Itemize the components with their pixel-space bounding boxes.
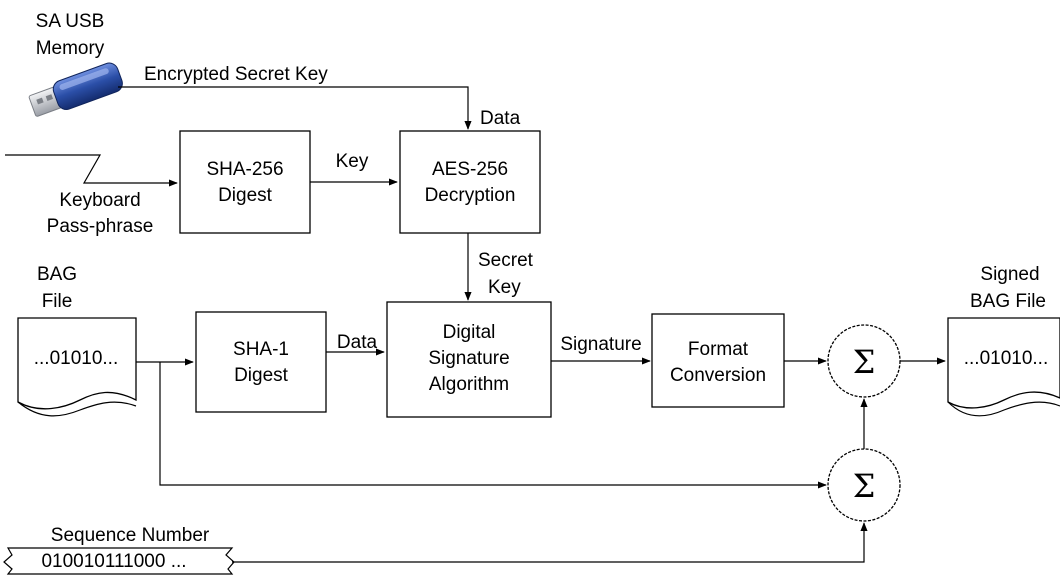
usb-label-line1: SA USB: [36, 11, 105, 32]
bag-to-sum-arrow: [159, 362, 827, 489]
sha256-label-line1: SHA-256: [206, 159, 283, 180]
format-label-line2: Conversion: [670, 365, 766, 386]
dsa-label-line1: Digital: [443, 322, 496, 343]
dsa-label-line2: Signature: [428, 348, 509, 369]
signed-bag-file-content: ...01010...: [964, 348, 1049, 369]
encrypted-key-label: Encrypted Secret Key: [144, 64, 328, 85]
sequence-to-sum-arrow: [232, 522, 868, 563]
key-label: Key: [336, 151, 369, 172]
sha1-digest-block: [195, 311, 327, 413]
bag-file-document: [17, 317, 137, 410]
sha256-label-line2: Digest: [218, 185, 273, 206]
keyboard-label-line2: Pass-phrase: [47, 216, 154, 237]
sequence-number-title: Sequence Number: [51, 525, 210, 546]
keyboard-label-line1: Keyboard: [59, 190, 140, 211]
aes-label-line1: AES-256: [432, 159, 508, 180]
bag-label-line1: BAG: [37, 264, 77, 285]
sequence-number-tape: [3, 547, 235, 575]
data-to-aes-label: Data: [480, 108, 521, 129]
encrypted-key-arrow: [118, 86, 472, 130]
output-label-line2: BAG File: [970, 291, 1046, 312]
secret-key-label-line2: Key: [488, 277, 521, 298]
keyboard-arrow: [5, 154, 178, 187]
data-to-dsa-label: Data: [337, 332, 378, 353]
format-conversion-block: [651, 313, 785, 408]
usb-label-line2: Memory: [36, 38, 105, 59]
bag-label-line2: File: [42, 291, 73, 312]
sha256-digest-block: [179, 130, 311, 234]
bag-file-content: ...01010...: [34, 348, 119, 369]
format-label-line1: Format: [688, 339, 749, 360]
signed-bag-file-document: [947, 317, 1060, 409]
output-label-line1: Signed: [980, 264, 1039, 285]
aes256-decryption-block: [399, 130, 541, 234]
aes-label-line2: Decryption: [425, 185, 516, 206]
bag-file-page-curl: [17, 401, 137, 417]
digital-signature-algorithm-block: [386, 301, 552, 418]
secret-key-label-line1: Secret: [478, 250, 534, 271]
sequence-number-value: 010010111000 ...: [41, 551, 186, 572]
signature-label: Signature: [560, 334, 641, 355]
signed-bag-file-page-curl: [947, 401, 1060, 417]
sha1-label-line1: SHA-1: [233, 339, 289, 360]
lower-sum-symbol: Σ: [853, 467, 876, 505]
upper-sum-symbol: Σ: [853, 343, 876, 381]
usb-memory-icon: [28, 62, 123, 117]
sha1-label-line2: Digest: [234, 365, 289, 386]
dsa-label-line3: Algorithm: [429, 374, 509, 395]
